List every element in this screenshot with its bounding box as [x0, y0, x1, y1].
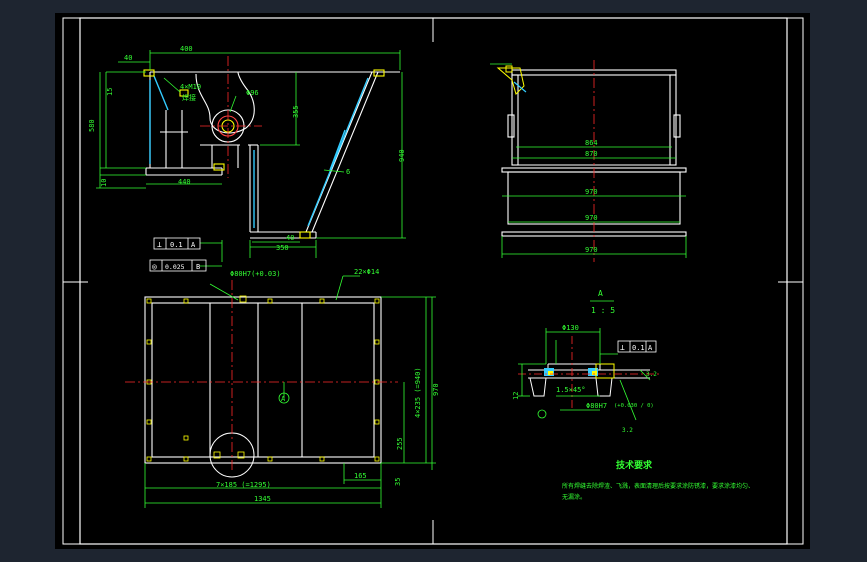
detail-chamfer: 1.5×45° — [556, 386, 586, 394]
plan-view: Φ80H7(+0.03) 22×Φ14 A 4×235 (=940) 970 2… — [125, 268, 440, 508]
plan-bottom-gap: 255 — [396, 437, 404, 450]
front-slope-mark: 6 — [346, 168, 350, 176]
tolerance-frame-perpendicular: ⊥ 0.1 A — [153, 237, 201, 250]
detail-rough-small: 3.2 — [622, 427, 633, 434]
detail-perp-value: 0.1 — [632, 344, 645, 352]
datum-a-marker — [278, 392, 290, 404]
side-flange — [496, 65, 525, 95]
detail-bore-fit: Φ80H7 — [586, 402, 607, 410]
side-view: 864 870 970 970 970 — [490, 60, 687, 262]
front-bore-dia: Φ96 — [246, 89, 259, 97]
front-dim-upper-offset: 15 — [106, 88, 114, 96]
side-dim-3: 970 — [585, 188, 598, 196]
plan-overall-height: 970 — [432, 383, 440, 396]
side-dim-5: 970 — [585, 246, 598, 254]
side-dim-4: 970 — [585, 214, 598, 222]
front-view: 400 40 4×M10 焊接 Φ96 15 580 10 440 355 94… — [88, 45, 406, 272]
front-dim-height-left: 580 — [88, 119, 96, 132]
detail-scale: 1 : 5 — [591, 306, 615, 315]
notes-line-2: 无漏涂。 — [562, 493, 586, 501]
front-center-lines — [200, 56, 262, 178]
perp-symbol: ⊥ — [157, 240, 162, 249]
plan-right-offset: 165 — [354, 472, 367, 480]
side-weld — [513, 81, 527, 93]
detail-weld-blocks — [544, 363, 615, 379]
front-dim-top-width: 400 — [180, 45, 193, 53]
drawing-sheet — [55, 13, 810, 549]
front-weld-note: 焊接 — [182, 93, 196, 102]
conc-value: 0.025 — [165, 263, 185, 271]
front-dim-left-offset: 40 — [124, 54, 132, 62]
plan-vertical-pitch: 4×235 (=940) — [414, 367, 422, 418]
front-dim-bottom-offset: 40 — [286, 234, 294, 242]
technical-notes: 技术要求 所有焊缝去除焊渣、飞溅，表面清理后按要求涂防锈漆，要求涂漆均匀、 无漏… — [562, 459, 754, 501]
detail-label: A — [598, 289, 603, 298]
detail-tolerance-frame: ⊥ 0.1 A — [617, 340, 657, 353]
plan-hole-pattern: 22×Φ14 — [354, 268, 379, 276]
notes-title: 技术要求 — [616, 459, 653, 471]
plan-dimension-lines — [144, 275, 436, 508]
tolerance-frame-concentricity: ◎ 0.025 B — [149, 259, 207, 272]
detail-dimension-lines — [518, 328, 651, 421]
detail-bore-tol: (+0.030 / 0) — [614, 403, 654, 409]
plan-view-outline — [144, 296, 382, 464]
front-dim-height-total: 940 — [398, 149, 406, 162]
front-hole-callout: 4×M10 — [180, 83, 201, 91]
detail-perp-symbol: ⊥ — [620, 343, 625, 352]
weld-seams — [149, 75, 369, 228]
detail-center-lines — [518, 336, 660, 410]
detail-a: A 1 : 5 — [512, 289, 660, 434]
highlight-details — [143, 69, 385, 239]
front-dim-base-offset: 10 — [100, 179, 108, 187]
perp-datum: A — [191, 241, 196, 249]
conc-datum: B — [196, 263, 200, 271]
plan-overall-width: 1345 — [254, 495, 271, 503]
plan-fit-callout: Φ80H7(+0.03) — [230, 270, 281, 278]
bolt-holes — [146, 295, 380, 462]
plan-horizontal-pitch: 7×185 (=1295) — [216, 481, 271, 489]
conc-symbol: ◎ — [152, 262, 157, 271]
detail-perp-datum: A — [648, 344, 653, 352]
side-dimension-lines — [490, 63, 687, 258]
side-dim-1: 864 — [585, 139, 598, 147]
detail-thickness: 12 — [512, 392, 520, 400]
plan-center-lines — [125, 280, 398, 470]
plan-corner-offset: 35 — [394, 478, 402, 486]
front-dimension-lines — [96, 50, 406, 267]
side-dim-2: 870 — [585, 150, 598, 158]
centering-marks — [63, 18, 803, 544]
plan-center-marker: A — [281, 395, 286, 403]
perp-value: 0.1 — [170, 241, 183, 249]
front-dim-bottom-width: 350 — [276, 244, 289, 252]
front-dim-height-mid: 355 — [292, 105, 300, 118]
detail-outer-dia: Φ130 — [562, 324, 579, 332]
notes-line-1: 所有焊缝去除焊渣、飞溅，表面清理后按要求涂防锈漆，要求涂漆均匀、 — [562, 482, 754, 490]
detail-rough-value: 3.2 — [646, 371, 657, 378]
detail-datum-marker — [537, 409, 547, 419]
front-dim-base-width: 440 — [178, 178, 191, 186]
